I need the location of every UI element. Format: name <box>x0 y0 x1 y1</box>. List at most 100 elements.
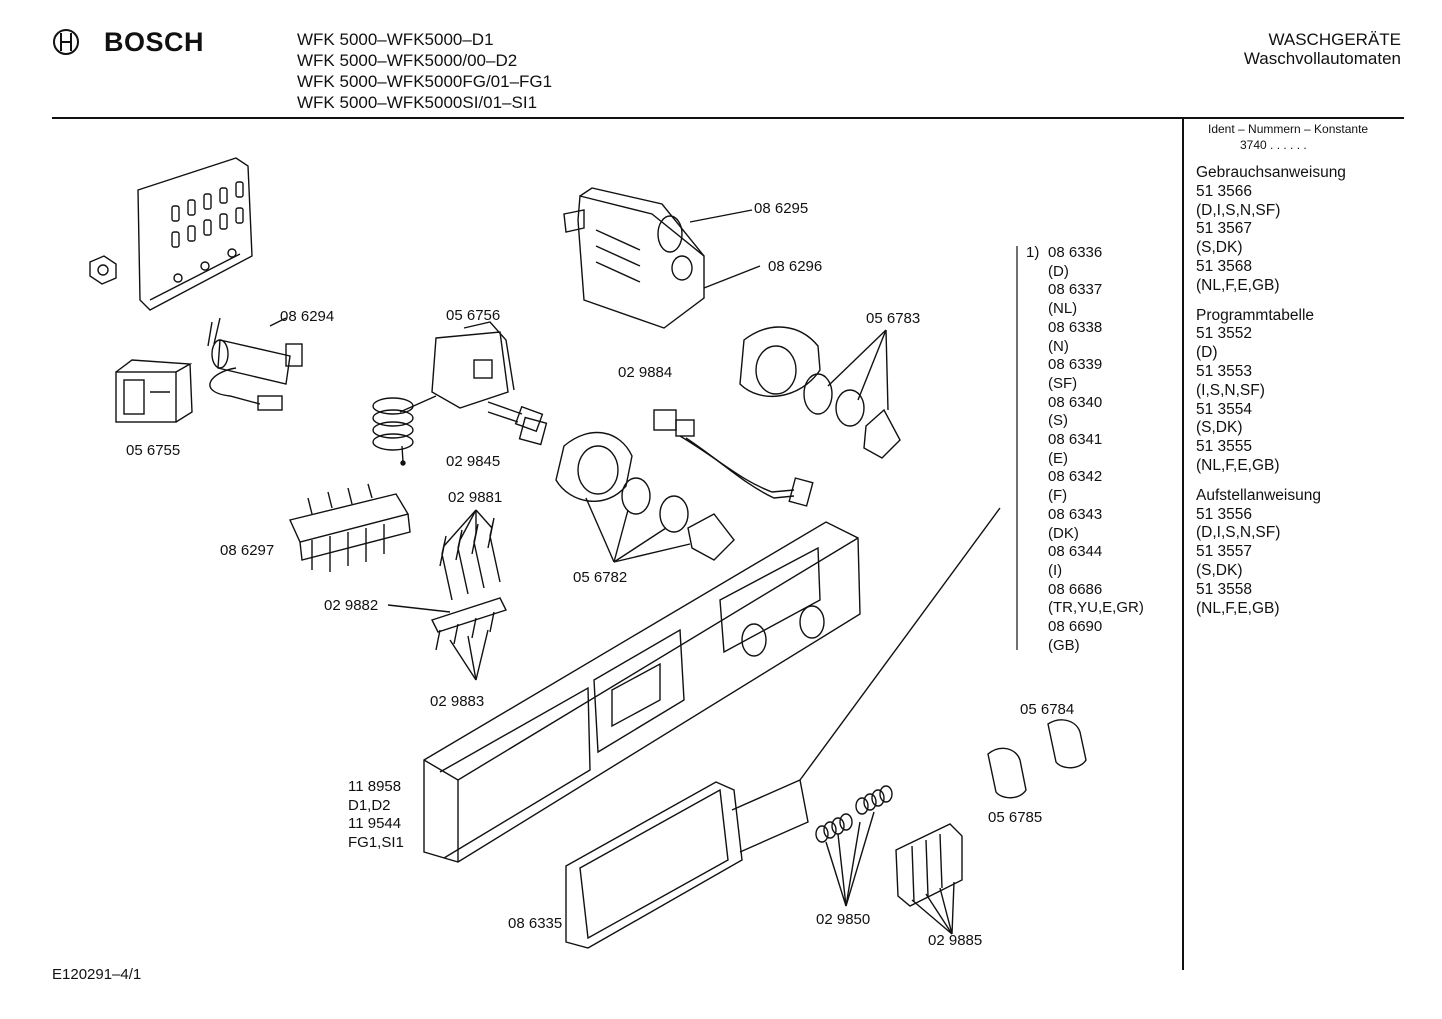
part-label: 11 8958 <box>348 778 402 795</box>
variant-line: (F) <box>1048 487 1068 505</box>
variant-line: (SF) <box>1048 374 1078 392</box>
part-label: 02 9881 <box>448 489 503 506</box>
doc-section-title: Programmtabelle <box>1196 306 1315 324</box>
fascia-window-part <box>565 779 809 949</box>
ident-title: Ident – Nummern – Konstante <box>1208 122 1369 136</box>
variant-line: 08 6343 <box>1048 505 1103 523</box>
brand-name: BOSCH <box>104 27 205 57</box>
doc-line: 51 3553 <box>1196 362 1253 380</box>
part-label: 02 9882 <box>324 597 379 614</box>
variant-line: 08 6686 <box>1048 580 1103 598</box>
doc-line: (D,I,S,N,SF) <box>1196 524 1281 542</box>
leader-line <box>799 507 1001 781</box>
program-knob-parts <box>987 719 1087 799</box>
variant-line: (N) <box>1048 337 1069 355</box>
part-label: 02 9845 <box>446 453 501 470</box>
doc-line: (NL,F,E,GB) <box>1196 456 1280 474</box>
doc-line: 51 3554 <box>1196 400 1253 418</box>
variant-line: (NL) <box>1048 300 1078 318</box>
doc-line: (I,S,N,SF) <box>1196 381 1265 399</box>
documentation-list: Gebrauchsanweisung 51 3566 (D,I,S,N,SF) … <box>1196 164 1346 618</box>
doc-line: 51 3556 <box>1196 505 1253 523</box>
variant-line: 08 6338 <box>1048 318 1103 336</box>
part-label: 08 6295 <box>754 200 809 217</box>
part-label: 05 6756 <box>446 307 501 324</box>
part-label: FG1,SI1 <box>348 834 404 852</box>
variant-line: 08 6344 <box>1048 543 1103 561</box>
model-line: WFK 5000–WFK5000–D1 <box>297 30 494 49</box>
doc-line: (S,DK) <box>1196 419 1243 437</box>
part-label: 11 9544 <box>348 815 402 833</box>
part-label: 05 6784 <box>1020 701 1075 718</box>
doc-line: 51 3566 <box>1196 182 1253 200</box>
part-label: 05 6755 <box>126 442 181 459</box>
variant-line: 08 6337 <box>1048 281 1103 299</box>
spring-contacts-part <box>387 509 507 681</box>
model-line: WFK 5000–WFK5000SI/01–SI1 <box>297 93 538 112</box>
variant-line: 08 6340 <box>1048 393 1103 411</box>
part-label: 02 9885 <box>928 932 983 949</box>
variant-line: 08 6342 <box>1048 468 1103 486</box>
contact-strip-part <box>289 483 411 572</box>
variant-line: 08 6690 <box>1048 618 1103 636</box>
doc-line: (S,DK) <box>1196 561 1243 579</box>
variant-line: 08 6339 <box>1048 356 1103 374</box>
doc-line: (NL,F,E,GB) <box>1196 599 1280 617</box>
doc-line: (D,I,S,N,SF) <box>1196 201 1281 219</box>
pushbutton-parts <box>815 785 963 935</box>
part-label: 02 9884 <box>618 364 673 381</box>
control-panel-part <box>423 521 861 863</box>
part-label: 05 6782 <box>573 569 628 586</box>
category-block: WASCHGERÄTE Waschvollautomaten <box>1244 30 1401 68</box>
mounting-bracket-part <box>137 157 253 311</box>
model-line: WFK 5000–WFK5000/00–D2 <box>297 51 518 70</box>
doc-section-title: Aufstellanweisung <box>1196 486 1321 504</box>
doc-line: 51 3558 <box>1196 580 1253 598</box>
part-label: 02 9883 <box>430 693 485 710</box>
nut-part <box>89 255 117 285</box>
doc-line: 51 3567 <box>1196 220 1253 238</box>
cable-part <box>653 409 814 507</box>
connector-part <box>518 416 548 446</box>
transformer-part <box>115 359 193 423</box>
doc-line: (S,DK) <box>1196 239 1243 257</box>
coil-part <box>372 397 414 466</box>
doc-section-title: Gebrauchsanweisung <box>1196 164 1346 181</box>
part-label: 08 6296 <box>768 258 823 275</box>
part-label: 05 6785 <box>988 809 1043 826</box>
panel-part-labels: 11 8958 D1,D2 11 9544 FG1,SI1 <box>348 778 404 853</box>
doc-line: 51 3555 <box>1196 438 1253 456</box>
part-label: 05 6783 <box>866 310 921 327</box>
variant-line: (TR,YU,E,GR) <box>1048 599 1144 617</box>
variant-line: 08 6336 <box>1048 244 1103 261</box>
part-label: 08 6297 <box>220 542 275 559</box>
variant-line: (GB) <box>1048 636 1080 654</box>
doc-line: 51 3557 <box>1196 543 1253 561</box>
variant-line: (D) <box>1048 262 1069 280</box>
part-label: 02 9850 <box>816 911 871 928</box>
part-label: 08 6294 <box>280 308 335 325</box>
variant-marker: 1) <box>1026 244 1040 261</box>
part-label: 08 6335 <box>508 915 563 932</box>
knob-set-056783 <box>739 326 901 459</box>
ident-value: 3740 . . . . . . <box>1240 138 1307 152</box>
switch-part <box>399 321 544 433</box>
variant-line: 08 6341 <box>1048 431 1103 449</box>
capacitor-part <box>207 317 303 411</box>
variant-line: (DK) <box>1048 524 1079 542</box>
doc-line: 51 3552 <box>1196 325 1253 343</box>
doc-line: 51 3568 <box>1196 257 1253 275</box>
category-subtitle: Waschvollautomaten <box>1243 49 1401 68</box>
programmer-unit-part <box>563 187 761 329</box>
variant-line: (E) <box>1048 449 1068 467</box>
model-list: WFK 5000–WFK5000–D1 WFK 5000–WFK5000/00–… <box>297 29 552 113</box>
bosch-logo-icon <box>53 29 79 55</box>
doc-line: (NL,F,E,GB) <box>1196 276 1280 294</box>
model-line: WFK 5000–WFK5000FG/01–FG1 <box>297 72 553 91</box>
category-title: WASCHGERÄTE <box>1268 30 1401 49</box>
knob-set-056782 <box>555 431 735 563</box>
part-label: D1,D2 <box>348 796 391 814</box>
doc-line: (D) <box>1196 344 1218 362</box>
variant-line: (I) <box>1048 561 1063 579</box>
